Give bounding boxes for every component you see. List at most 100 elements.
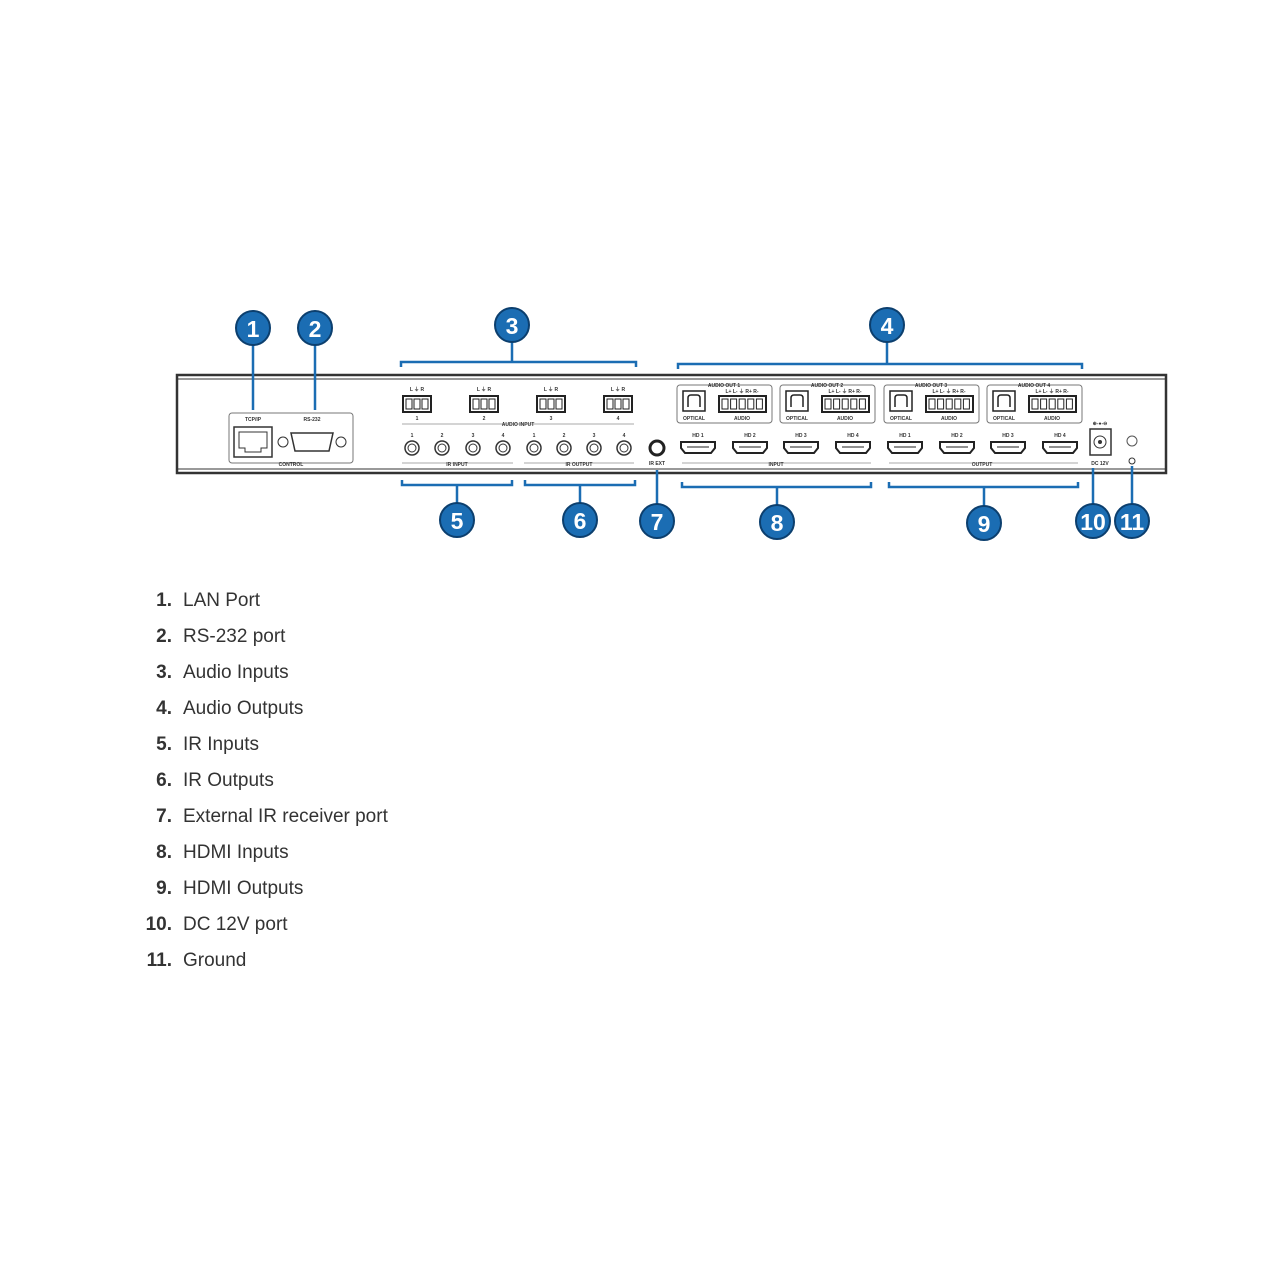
hdmi-input-number: HD 1: [692, 433, 704, 439]
terminal-pin: [488, 398, 496, 410]
optical-port: [785, 390, 809, 412]
callout-badge: [494, 307, 530, 343]
audio-out-pins: L+ L- ⏚ R+ R-: [828, 388, 861, 395]
ir-output-number: 1: [533, 433, 536, 439]
terminal-pin: [472, 398, 480, 410]
legend-number: 9.: [156, 878, 172, 899]
terminal-pin: [945, 398, 953, 410]
callout-number: 10: [1080, 509, 1106, 535]
terminal-pin: [606, 398, 614, 410]
rs232-port: [290, 432, 334, 452]
lan-port-icon: [238, 431, 268, 453]
callout-number: 5: [451, 508, 464, 534]
audio-out-box: [986, 384, 1083, 424]
optical-label: OPTICAL: [890, 416, 912, 422]
callout-10: 10: [1075, 503, 1111, 539]
control-label: CONTROL: [279, 462, 304, 468]
optical-label: OPTICAL: [993, 416, 1015, 422]
terminal-pin: [413, 398, 421, 410]
callout-badge: [297, 310, 333, 346]
terminal-pin: [1048, 398, 1056, 410]
jack-ring: [468, 443, 478, 453]
ir-input-number: 2: [441, 433, 444, 439]
optical-port: [682, 390, 706, 412]
terminal-pin: [405, 398, 413, 410]
rs232-screw: [335, 436, 347, 448]
terminal-pin: [480, 398, 488, 410]
callout-number: 4: [881, 313, 894, 339]
optical-icon: [997, 394, 1011, 407]
optical-label: OPTICAL: [683, 416, 705, 422]
legend-item: 11.Ground: [140, 948, 388, 984]
ground-icon: [1128, 457, 1136, 465]
callout-badge: [1114, 503, 1150, 539]
legend-label: IR Outputs: [183, 770, 274, 791]
audio-out-title: AUDIO OUT 4: [1018, 383, 1050, 389]
legend-label: IR Inputs: [183, 734, 260, 755]
legend-label: External IR receiver port: [183, 806, 388, 827]
terminal-pin: [954, 398, 962, 410]
dc-label: DC 12V: [1091, 461, 1109, 467]
ir-output-jack: [556, 440, 572, 456]
jack-ring: [559, 443, 569, 453]
ir-output-jack: [586, 440, 602, 456]
legend-number: 11.: [146, 950, 172, 971]
callout-number: 8: [771, 510, 784, 536]
ir-output-number: 4: [623, 433, 626, 439]
callout-badge: [1075, 503, 1111, 539]
terminal-pin: [841, 398, 849, 410]
rs232-screw: [277, 436, 289, 448]
audio-out-box: [883, 384, 980, 424]
callout-1: 1: [235, 310, 271, 346]
callout-badge: [966, 505, 1002, 541]
device-rear-panel: TCP/IP RS-232 CONTROL AUDIO INPUT IR INP…: [175, 373, 1168, 475]
callout-leaders: [251, 342, 1134, 506]
callout-2: 2: [297, 310, 333, 346]
optical-icon: [790, 394, 804, 407]
panel-body: [175, 373, 1168, 475]
optical-port: [992, 390, 1016, 412]
terminal-pin: [937, 398, 945, 410]
legend-number: 5.: [156, 734, 172, 755]
ir-ext-port: [648, 439, 666, 457]
audio-input-pin-label: L ⏚ R: [410, 386, 425, 393]
callout-number: 11: [1120, 509, 1145, 535]
callout-number: 6: [574, 508, 587, 534]
legend-number: 6.: [156, 770, 172, 791]
ir-input-jack: [495, 440, 511, 456]
audio-out-pins: L+ L- ⏚ R+ R-: [932, 388, 965, 395]
ir-input-number: 1: [411, 433, 414, 439]
audio-input-pin-label: L ⏚ R: [611, 386, 626, 393]
ir-input-jack: [465, 440, 481, 456]
ir-output-number: 2: [563, 433, 566, 439]
hdmi-output-number: HD 4: [1054, 433, 1066, 439]
legend-item: 9.HDMI Outputs: [140, 876, 388, 912]
legend-number: 1.: [156, 590, 172, 611]
audio-out-title: AUDIO OUT 3: [915, 383, 947, 389]
terminal-pin: [539, 398, 547, 410]
ir-input-number: 3: [472, 433, 475, 439]
legend-number: 3.: [156, 662, 172, 683]
jack-ring: [529, 443, 539, 453]
audio-input-pin-label: L ⏚ R: [477, 386, 492, 393]
terminal-pin: [721, 398, 729, 410]
ir-output-label: IR OUTPUT: [566, 462, 593, 468]
legend-item: 8.HDMI Inputs: [140, 840, 388, 876]
hdmi-input-number: HD 3: [795, 433, 807, 439]
audio-out-title: AUDIO OUT 2: [811, 383, 843, 389]
audio-input-label: AUDIO INPUT: [502, 422, 535, 428]
legend-item: 10.DC 12V port: [140, 912, 388, 948]
callout-5: 5: [439, 502, 475, 538]
hdmi-output-label: OUTPUT: [972, 462, 993, 468]
legend-label: HDMI Inputs: [183, 842, 289, 863]
audio-out-label: AUDIO: [734, 416, 750, 422]
terminal-pin: [1040, 398, 1048, 410]
terminal-pin: [555, 398, 563, 410]
terminal-pin: [614, 398, 622, 410]
polarity-label: ⊕-●-⊖: [1093, 421, 1108, 427]
terminal-pin: [850, 398, 858, 410]
audio-out-pins: L+ L- ⏚ R+ R-: [1035, 388, 1068, 395]
hdmi-output-number: HD 3: [1002, 433, 1014, 439]
rs232-label: RS-232: [304, 417, 321, 423]
